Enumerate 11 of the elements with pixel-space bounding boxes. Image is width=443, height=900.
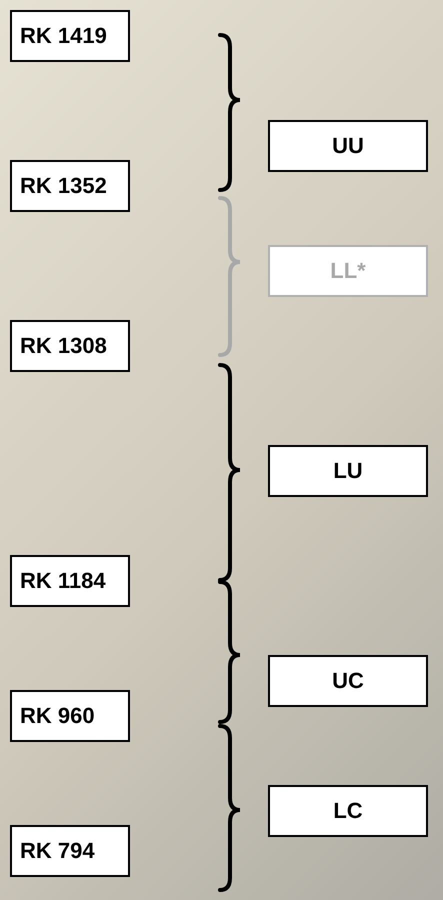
label-box: RK 794	[10, 825, 130, 877]
label-box: RK 1184	[10, 555, 130, 607]
label-box: RK 960	[10, 690, 130, 742]
label-box: LL*	[268, 245, 428, 297]
label-box: RK 1419	[10, 10, 130, 62]
label-box: UU	[268, 120, 428, 172]
label-box: RK 1352	[10, 160, 130, 212]
label-box: RK 1308	[10, 320, 130, 372]
label-box: LC	[268, 785, 428, 837]
label-box: LU	[268, 445, 428, 497]
label-box: UC	[268, 655, 428, 707]
